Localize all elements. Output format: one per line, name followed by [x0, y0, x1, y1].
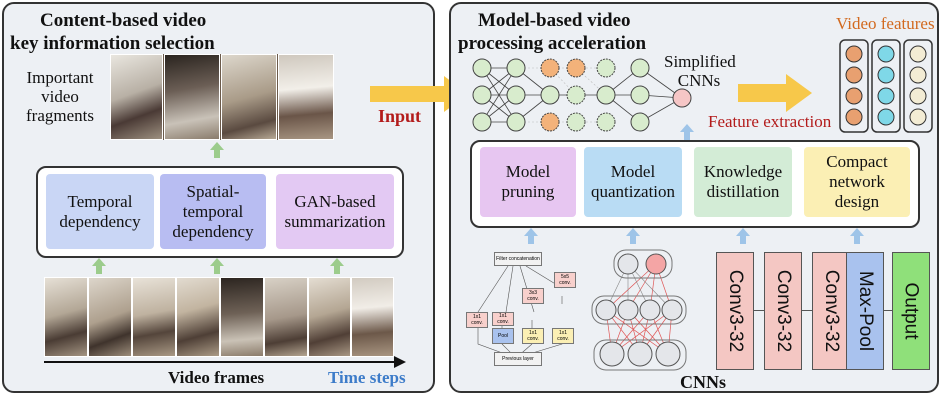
cnn-layer-conv2-label: Conv3-32 [773, 269, 795, 353]
pool-cell: Pool [492, 328, 514, 344]
feature-arrow-body [738, 84, 788, 102]
input-label: Input [378, 106, 422, 126]
arrow-up-left-2 [210, 258, 224, 266]
video-frames-strip [44, 277, 394, 357]
arrow-up-left-1 [92, 258, 106, 266]
cnn-layer-maxpool: Max-Pool [846, 252, 884, 370]
conv-cell: 1x1 conv. [466, 312, 488, 328]
arrow-up-fragments [210, 142, 224, 150]
important-line1: Important [26, 68, 94, 87]
arrow-up-techniques [680, 124, 694, 132]
arrow-up-left-2-stem [214, 266, 220, 274]
conv-cell: 1x1 conv. [522, 328, 544, 344]
filter-concatenation-box: Filter concatenation [494, 252, 542, 266]
cnn-layer-output: Output [892, 252, 930, 370]
important-fragments-label: Important video fragments [14, 68, 106, 125]
arrow-up-right-4-stem [854, 236, 860, 244]
video-frame [132, 277, 176, 357]
cnn-layer-conv1-label: Conv3-32 [725, 269, 747, 353]
important-fragments-strip [110, 54, 334, 140]
cnn-link [884, 310, 894, 311]
method-spatial-label: Spatial-temporal dependency [172, 181, 254, 241]
arrow-up-techniques-stem [684, 132, 690, 140]
cnns-label: CNNs [680, 372, 727, 392]
video-frame [88, 277, 132, 357]
time-axis-line [44, 361, 396, 363]
cnn-layer-output-label: Output [901, 282, 923, 340]
feature-arrow-head [786, 74, 812, 112]
simplified-line2: CNNs [677, 71, 721, 90]
video-features-label: Video features [836, 14, 935, 33]
arrow-up-right-2-stem [630, 236, 636, 244]
previous-layer-box: Previous layer [494, 352, 542, 366]
technique-pruning-label: Model pruning [501, 162, 555, 201]
method-gan: GAN-based summarization [276, 174, 394, 249]
video-frame [264, 277, 308, 357]
video-frames-label: Video frames [168, 368, 265, 387]
cnn-layer-maxpool-label: Max-Pool [855, 270, 876, 352]
feature-extraction-label: Feature extraction [708, 112, 832, 131]
cnn-layer-conv2: Conv3-32 [764, 252, 802, 370]
fragment-frame [110, 54, 163, 140]
technique-quantization: Model quantization [584, 147, 682, 217]
method-temporal-label: Temporal dependency [59, 191, 141, 231]
left-title-line1: Content-based video [40, 10, 207, 31]
cnn-link [802, 310, 812, 311]
cnn-layer-conv1: Conv3-32 [716, 252, 754, 370]
input-arrow-body [370, 86, 446, 102]
video-frame [351, 277, 394, 357]
video-frame [308, 277, 351, 357]
arrow-up-right-1 [524, 228, 538, 236]
method-gan-label: GAN-based summarization [284, 191, 386, 231]
arrow-up-right-3-stem [740, 236, 746, 244]
inception-module: Filter concatenation 1x1 conv. 3x3 conv.… [458, 248, 580, 370]
technique-distillation-label: Knowledge distillation [703, 162, 783, 201]
time-steps-label: Time steps [328, 368, 406, 387]
arrow-up-right-2 [626, 228, 640, 236]
video-frame [220, 277, 264, 357]
cnn-link [754, 310, 764, 311]
simplified-nn-diagram [472, 58, 692, 132]
video-features-diagram [839, 39, 933, 133]
simplified-cnns-label: Simplified CNNs [664, 52, 736, 90]
conv-cell: 5x5 conv. [554, 272, 576, 288]
right-title-line2: processing acceleration [458, 33, 647, 54]
video-frame [176, 277, 220, 357]
method-temporal: Temporal dependency [46, 174, 154, 249]
video-frame [44, 277, 88, 357]
left-title-line2: key information selection [10, 33, 215, 54]
technique-quantization-label: Model quantization [590, 162, 676, 201]
fragment-frame [164, 54, 220, 140]
simplified-line1: Simplified [664, 52, 736, 71]
time-axis-arrowhead [394, 356, 406, 368]
conv-cell: 3x3 conv. [522, 288, 544, 304]
fragment-frame [221, 54, 277, 140]
technique-compact-design: Compact network design [804, 147, 910, 217]
cnn-layer-conv3: Conv3-32 [812, 252, 850, 370]
distillation-network [591, 249, 687, 371]
arrow-up-right-3 [736, 228, 750, 236]
right-title-line1: Model-based video [478, 10, 631, 31]
fragment-frame [278, 54, 334, 140]
cnn-layer-conv3-label: Conv3-32 [821, 269, 843, 353]
technique-compact-label: Compact network design [826, 152, 888, 211]
arrow-up-fragments-stem [214, 150, 220, 158]
arrow-up-right-1-stem [528, 236, 534, 244]
method-spatial-temporal: Spatial-temporal dependency [160, 174, 266, 249]
arrow-up-left-1-stem [96, 266, 102, 274]
conv-cell: 1x1 conv. [552, 328, 574, 344]
important-line2: video [41, 87, 79, 106]
technique-distillation: Knowledge distillation [694, 147, 792, 217]
conv-cell: 1x1 conv. [492, 312, 514, 326]
important-line3: fragments [26, 106, 94, 125]
arrow-up-left-3-stem [334, 266, 340, 274]
technique-pruning: Model pruning [480, 147, 576, 217]
arrow-up-left-3 [330, 258, 344, 266]
arrow-up-right-4 [850, 228, 864, 236]
